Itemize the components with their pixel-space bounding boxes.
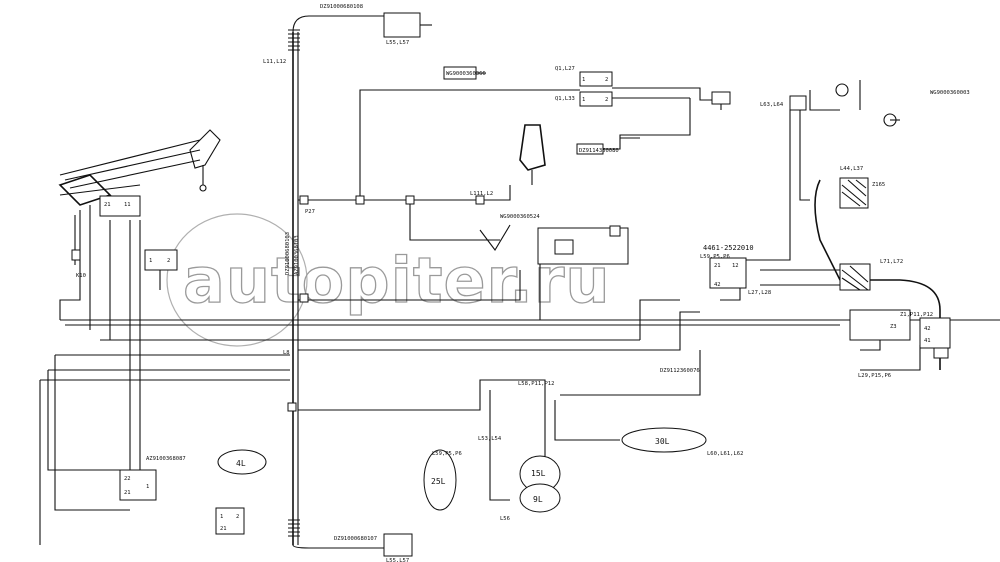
top-connector: DZ91000680108 L55,L57 L11,L12 [263, 4, 432, 65]
svg-text:11: 11 [124, 202, 131, 208]
svg-text:L111,L2: L111,L2 [470, 191, 493, 197]
svg-text:Q1,L33: Q1,L33 [555, 96, 575, 102]
seat-shape [519, 124, 546, 185]
tank-25l: 25L [423, 449, 457, 511]
tank-4l: 4L [217, 449, 267, 475]
svg-text:1: 1 [582, 97, 585, 103]
svg-text:DZ9112360076: DZ9112360076 [660, 368, 700, 374]
svg-text:L63,L64: L63,L64 [760, 102, 784, 108]
svg-text:30L: 30L [655, 437, 670, 446]
small-box-mid: DZ9114360080 [576, 98, 691, 155]
svg-text:L60,L61,L62: L60,L61,L62 [707, 451, 743, 457]
svg-text:L27,L28: L27,L28 [748, 290, 771, 296]
right-hatched-block: L44,L37 Z165 L71,L72 [839, 166, 903, 291]
svg-text:2: 2 [167, 258, 170, 264]
left-panel: 21 11 K10 [58, 129, 221, 279]
svg-text:WG9000360366: WG9000360366 [446, 71, 486, 77]
svg-text:L29,P15,P6: L29,P15,P6 [858, 373, 891, 379]
valve-box-left: 1 2 [144, 249, 178, 290]
svg-text:42: 42 [924, 326, 931, 332]
svg-text:4L: 4L [236, 459, 246, 468]
svg-text:9L: 9L [533, 495, 543, 504]
svg-text:AZ9100368103: AZ9100368103 [294, 235, 300, 275]
trunk-lines [39, 15, 1000, 549]
svg-text:Z165: Z165 [872, 182, 885, 188]
svg-text:L59,P5,P6: L59,P5,P6 [432, 451, 462, 457]
svg-text:42: 42 [714, 282, 721, 288]
svg-text:12: 12 [732, 263, 739, 269]
right-lower-valve: 42 41 Z1,P11,P12 [849, 309, 951, 359]
svg-text:L56: L56 [500, 516, 510, 522]
svg-text:L71,L72: L71,L72 [880, 259, 903, 265]
valve-upper: 1 2 1 2 Q1,L27 Q1,L33 [555, 66, 613, 107]
svg-text:21: 21 [220, 526, 227, 532]
svg-text:L53,L54: L53,L54 [478, 436, 502, 442]
coil-top [288, 29, 300, 51]
svg-text:L58,P11,P12: L58,P11,P12 [518, 381, 554, 387]
junction-labels: P27 L8 L111,L2 [283, 191, 493, 412]
svg-text:21: 21 [104, 202, 111, 208]
svg-text:Q1,L27: Q1,L27 [555, 66, 575, 72]
svg-text:4461-2522010: 4461-2522010 [703, 244, 754, 252]
tank-30l: 30L [621, 427, 707, 453]
svg-text:K10: K10 [76, 273, 86, 279]
block-upper-center: WG9000360366 [443, 66, 486, 80]
svg-text:1: 1 [582, 77, 585, 83]
svg-text:P27: P27 [305, 209, 315, 215]
svg-text:DZ91000680103: DZ91000680103 [285, 232, 291, 275]
lower-mid-valve: 1 2 21 [215, 507, 245, 535]
svg-text:L44,L37: L44,L37 [840, 166, 863, 172]
svg-text:L8: L8 [283, 350, 290, 356]
svg-text:1: 1 [220, 514, 223, 520]
svg-text:DZ91000680107: DZ91000680107 [334, 536, 377, 542]
relay-assembly: WG9000360524 [479, 214, 629, 320]
lower-left-valve: 22 21 1 AZ9100368087 [119, 456, 186, 501]
vertical-labels: DZ91000680103 AZ9100368103 [285, 232, 300, 275]
svg-text:15L: 15L [531, 469, 546, 478]
svg-text:L59,P5,P6: L59,P5,P6 [700, 254, 730, 260]
svg-text:2: 2 [605, 97, 608, 103]
svg-text:L11,L12: L11,L12 [263, 59, 286, 65]
right-top-coils: L63,L64 [760, 83, 897, 127]
tank-15l-9l: 15L 9L [519, 455, 561, 513]
svg-text:WG9000360524: WG9000360524 [500, 214, 540, 220]
svg-text:21: 21 [714, 263, 721, 269]
svg-text:L55,L57: L55,L57 [386, 558, 409, 562]
svg-text:2: 2 [605, 77, 608, 83]
svg-text:1: 1 [146, 484, 149, 490]
svg-text:22: 22 [124, 476, 131, 482]
svg-text:21: 21 [124, 490, 131, 496]
svg-text:2: 2 [236, 514, 239, 520]
svg-text:DZ9114360080: DZ9114360080 [579, 148, 619, 154]
svg-text:1: 1 [149, 258, 152, 264]
svg-text:DZ91000680108: DZ91000680108 [320, 4, 363, 10]
misc-labels: L59,P5,P6 L58,P11,P12 L60,L61,L62 L29,P1… [432, 90, 970, 522]
svg-text:Z3: Z3 [890, 324, 897, 330]
svg-text:25L: 25L [431, 477, 446, 486]
svg-text:AZ9100368087: AZ9100368087 [146, 456, 186, 462]
svg-text:Z1,P11,P12: Z1,P11,P12 [900, 312, 933, 318]
valve-right-upper [711, 91, 731, 110]
bottom-connector: DZ91000680107 L55,L57 [288, 519, 413, 562]
svg-text:L55,L57: L55,L57 [386, 40, 409, 46]
svg-text:41: 41 [924, 338, 931, 344]
svg-text:WG9000360003: WG9000360003 [930, 90, 970, 96]
four-circuit-valve: 21 12 42 4461-2522010 L59,P5,P6 L27,L28 [700, 244, 771, 296]
